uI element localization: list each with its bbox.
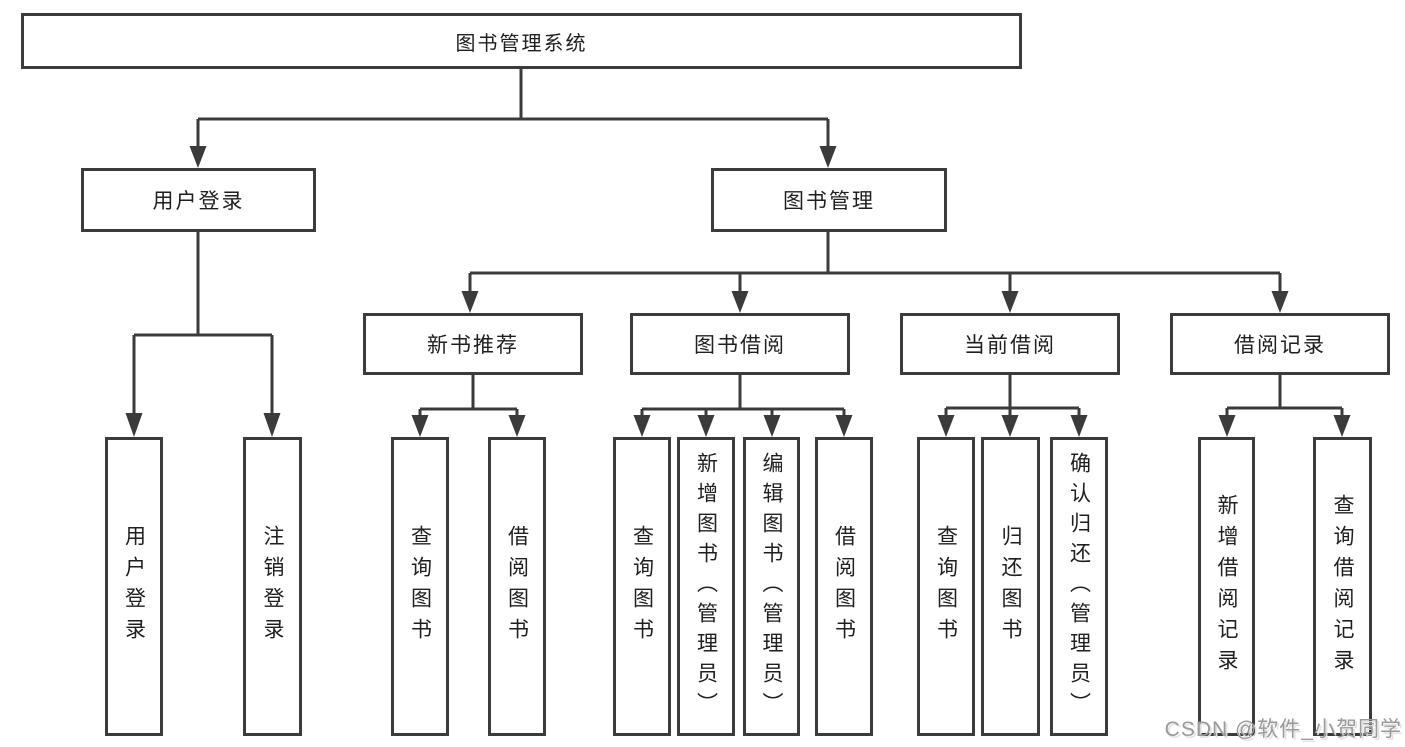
node-root-label: 图书管理系统: [455, 32, 588, 55]
node-current-borrowing: 当前借阅: [900, 313, 1120, 375]
leaf-query-books-1-label: 查询图书: [408, 524, 432, 649]
node-new-book-recommend-label: 新书推荐: [427, 334, 519, 357]
leaf-add-borrow-record: 新增借阅记录: [1198, 437, 1255, 736]
leaf-query-books-3: 查询图书: [917, 437, 975, 736]
leaf-user-login-label: 用户登录: [122, 524, 146, 649]
node-borrowing-records-label: 借阅记录: [1234, 334, 1326, 357]
node-book-borrowing-label: 图书借阅: [694, 334, 786, 357]
leaf-confirm-return-admin-label: 确认归还（管理员）: [1067, 451, 1091, 722]
leaf-borrow-books-1-label: 借阅图书: [505, 524, 529, 649]
leaf-borrow-books-2: 借阅图书: [815, 437, 873, 736]
leaf-borrow-books-1: 借阅图书: [488, 437, 546, 736]
leaf-confirm-return-admin: 确认归还（管理员）: [1050, 437, 1108, 736]
leaf-logout: 注销登录: [243, 437, 302, 736]
leaf-query-borrow-record: 查询借阅记录: [1313, 437, 1372, 736]
node-book-management-label: 图书管理: [783, 190, 875, 213]
leaf-return-books-label: 归还图书: [999, 524, 1022, 649]
node-root: 图书管理系统: [21, 13, 1022, 69]
csdn-watermark: CSDN @软件_小贺同学: [1164, 718, 1402, 741]
node-user-login: 用户登录: [81, 168, 316, 232]
leaf-edit-books-admin: 编辑图书（管理员）: [743, 437, 800, 736]
leaf-query-books-1: 查询图书: [391, 437, 449, 736]
leaf-add-books-admin: 新增图书（管理员）: [677, 437, 735, 736]
node-borrowing-records: 借阅记录: [1170, 313, 1390, 375]
node-book-borrowing: 图书借阅: [630, 313, 850, 375]
node-book-management: 图书管理: [711, 168, 947, 232]
node-new-book-recommend: 新书推荐: [363, 313, 583, 375]
leaf-borrow-books-2-label: 借阅图书: [832, 524, 856, 649]
leaf-query-books-2: 查询图书: [613, 437, 671, 736]
leaf-query-borrow-record-label: 查询借阅记录: [1331, 493, 1354, 680]
node-user-login-label: 用户登录: [152, 190, 245, 213]
leaf-edit-books-admin-label: 编辑图书（管理员）: [760, 451, 783, 722]
leaf-add-books-admin-label: 新增图书（管理员）: [694, 451, 718, 722]
leaf-logout-label: 注销登录: [261, 524, 284, 649]
leaf-user-login: 用户登录: [105, 437, 163, 736]
leaf-return-books: 归还图书: [981, 437, 1040, 736]
leaf-add-borrow-record-label: 新增借阅记录: [1215, 493, 1238, 680]
leaf-query-books-2-label: 查询图书: [630, 524, 654, 649]
node-current-borrowing-label: 当前借阅: [964, 334, 1056, 357]
leaf-query-books-3-label: 查询图书: [934, 524, 958, 649]
